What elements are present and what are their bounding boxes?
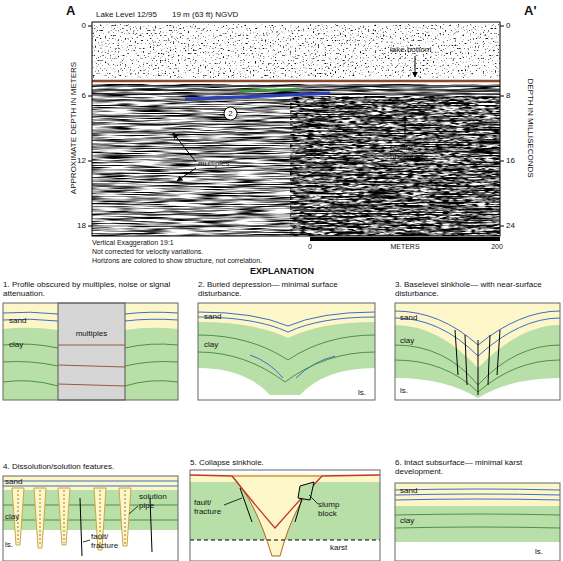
axis-tick: 0 bbox=[506, 21, 510, 30]
panel-heading: 6. Intact subsurface— minimal karst deve… bbox=[395, 458, 557, 476]
panel-art bbox=[3, 476, 178, 561]
scale-unit: METERS bbox=[390, 243, 419, 251]
layer-label: clay bbox=[5, 512, 19, 521]
axis-tick: 12 bbox=[77, 156, 86, 165]
profile-note: Vertical Exaggeration 19:1 bbox=[92, 239, 174, 247]
layer-label: clay bbox=[400, 336, 414, 345]
callout-circle bbox=[224, 107, 237, 120]
callout-number: 2 bbox=[223, 106, 238, 121]
legend-panel: 6. Intact subsurface— minimal karst deve… bbox=[395, 458, 561, 561]
callout-number: 2 bbox=[223, 106, 238, 121]
callout-label: multiples bbox=[198, 159, 230, 168]
axis-tick: 8 bbox=[506, 91, 510, 100]
axis-tick: 6 bbox=[82, 91, 86, 100]
layer-label: clay bbox=[9, 340, 23, 349]
panel-heading: 3. Baselevel sinkhole— with near-surface… bbox=[395, 280, 557, 298]
panel-heading: 1. Profile obscured by multiples, noise … bbox=[3, 280, 175, 298]
profile-note: Horizons are colored to show structure, … bbox=[92, 257, 262, 265]
scale-value: 0 bbox=[308, 243, 312, 251]
lake-level: 19 m (63 ft) NGVD bbox=[172, 10, 238, 19]
legend-panel: 1. Profile obscured by multiples, noise … bbox=[3, 280, 181, 401]
feature-label: slump block bbox=[318, 500, 354, 518]
legend-panel: 4. Dissolution/solution features. sand cla… bbox=[3, 462, 181, 561]
layer-label: clay bbox=[204, 340, 218, 349]
panel-art bbox=[395, 303, 560, 400]
axis-title: APPROXIMATE DEPTH IN METERS bbox=[69, 62, 78, 194]
profile-end: A bbox=[66, 4, 75, 19]
feature-label: solution pipe bbox=[139, 492, 179, 510]
panel-art bbox=[198, 303, 375, 400]
layer-label: sand bbox=[400, 313, 417, 322]
feature-label: karst bbox=[330, 543, 347, 552]
axis-tick: 16 bbox=[506, 156, 515, 165]
layer-label: ls. bbox=[5, 540, 13, 549]
layer-label: ls. bbox=[400, 386, 408, 395]
profile-end: A' bbox=[524, 4, 536, 19]
layer-label: clay bbox=[400, 516, 414, 525]
layer-label: sand bbox=[5, 477, 22, 486]
panel-art bbox=[395, 483, 560, 561]
legend-panel: 5. Collapse sinkhole. fault/ fracture slum… bbox=[190, 458, 380, 561]
layer-label: ls. bbox=[535, 547, 543, 556]
panel-art bbox=[190, 470, 380, 561]
axis-tick: 0 bbox=[82, 21, 86, 30]
panel-heading: 2. Buried depression— minimal surface di… bbox=[198, 280, 370, 298]
layer-label: sand bbox=[400, 486, 417, 495]
feature-label: fault/ fracture bbox=[194, 498, 230, 516]
callout-label: lake bottom bbox=[390, 45, 431, 54]
layer-label: sand bbox=[9, 316, 26, 325]
panel-heading: 5. Collapse sinkhole. bbox=[190, 458, 376, 467]
lake-level: Lake Level 12/95 bbox=[96, 10, 157, 19]
axis-tick: 18 bbox=[77, 221, 86, 230]
seismic-profile bbox=[88, 22, 504, 241]
panel-art bbox=[3, 303, 178, 400]
axis-title: DEPTH IN MILLISECONDS bbox=[525, 78, 534, 177]
panel-heading: 4. Dissolution/solution features. bbox=[3, 462, 178, 471]
legend-panel: 2. Buried depression— minimal surface di… bbox=[198, 280, 376, 401]
feature-label: fault/ fracture bbox=[91, 532, 127, 550]
layer-label: ls. bbox=[358, 388, 366, 397]
layer-label: sand bbox=[204, 312, 221, 321]
scale-value: 200 bbox=[491, 243, 503, 251]
callout-label: record obscured bbox=[390, 143, 436, 161]
axis-tick: 24 bbox=[506, 221, 515, 230]
layer-label: multiples bbox=[58, 329, 125, 338]
legend-panel: 3. Baselevel sinkhole— with near-surface… bbox=[395, 280, 561, 401]
profile-note: Not corrected for velocity variations. bbox=[92, 248, 203, 256]
section-heading: EXPLANATION bbox=[250, 266, 314, 276]
